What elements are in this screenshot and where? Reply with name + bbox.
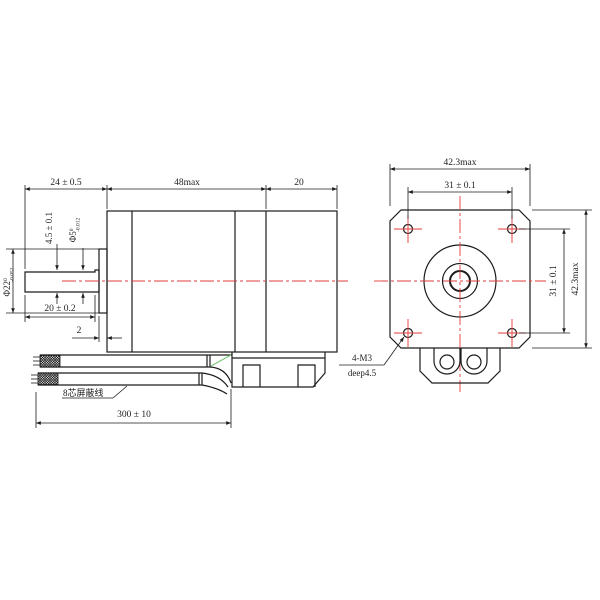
cable-note-label: 8芯屏蔽线 [63,387,104,398]
dim-hole-pitch-horizontal-label: 31 ± 0.1 [444,181,476,191]
dim-hole-pitch-vertical-label: 31 ± 0.1 [549,265,559,297]
side-view: 24 ± 0.5 48max 20 Φ220-0.052 4.5 ± 0.1 [2,178,348,428]
dim-flat-length-label: 20 ± 0.2 [44,304,76,314]
connector-block-side [231,352,326,388]
dim-rear-length: 20 [266,178,338,209]
dim-faceplate-height: 42.3max [532,209,592,349]
cable-note: 8芯屏蔽线 [62,385,128,399]
mounting-hole-top-left [394,215,422,243]
upper-cable [33,354,232,384]
dim-hole-pitch-vertical: 31 ± 0.1 [519,228,570,334]
dim-pilot-protrusion-label: 2 [77,326,82,336]
dim-pilot-diameter-label: Φ220-0.052 [2,267,16,296]
lower-cable [31,372,229,395]
dim-body-length: 48max [107,178,267,209]
dim-flat-height: 4.5 ± 0.1 [44,212,59,304]
dim-faceplate-height-label: 42.3max [571,262,581,295]
motor-shaft [24,269,100,293]
dim-pilot-diameter: Φ220-0.052 [2,248,99,314]
dim-rear-length-label: 20 [294,178,304,188]
front-view: 42.3max 31 ± 0.1 31 ± 0.1 42.3max 4-M3 [339,158,592,392]
mounting-hole-note-line1: 4-M3 [352,353,372,363]
mounting-hole-note: 4-M3 deep4.5 [339,336,405,378]
wire-highlight-line [210,354,232,367]
faceplate-outline [389,209,531,349]
motor-body-side [106,210,338,353]
dim-body-length-label: 48max [174,178,200,188]
dim-flat-height-label: 4.5 ± 0.1 [44,212,54,244]
connector-front [419,348,501,384]
mounting-holes [394,215,526,347]
dim-flat-length: 20 ± 0.2 [24,295,96,322]
dim-shaft-length-label: 24 ± 0.5 [50,178,82,188]
mounting-hole-note-line2: deep4.5 [348,368,377,378]
dim-pilot-protrusion: 2 [72,316,122,342]
dim-hole-pitch-horizontal: 31 ± 0.1 [407,181,513,219]
dim-faceplate-width-label: 42.3max [444,158,477,168]
cables [31,354,232,395]
dim-cable-length-label: 300 ± 10 [117,410,151,420]
dim-faceplate-width: 42.3max [389,158,531,206]
dim-shaft-diameter: Φ50-0.012 [68,217,85,304]
dim-shaft-diameter-label: Φ50-0.012 [68,217,82,242]
mounting-hole-bottom-left [394,319,422,347]
dim-shaft-length: 24 ± 0.5 [24,178,108,269]
dim-cable-length: 300 ± 10 [35,389,232,428]
